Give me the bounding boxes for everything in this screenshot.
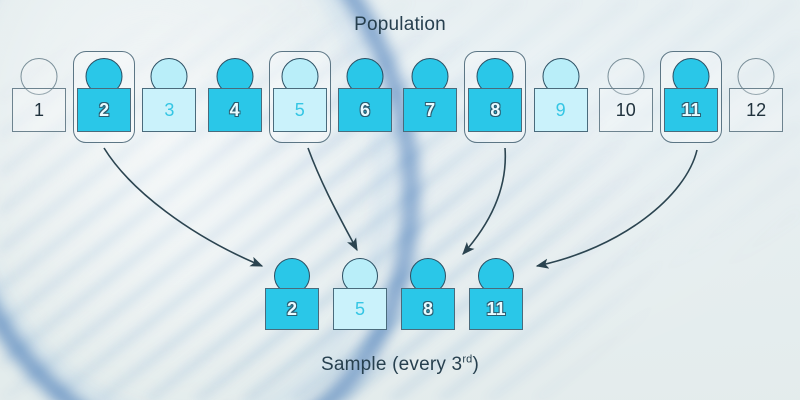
sample-title-ordinal: rd — [462, 353, 473, 366]
sample-member-label: 2 — [265, 288, 319, 330]
arrow-8-to-sample — [462, 147, 507, 255]
population-member-label: 11 — [664, 88, 718, 132]
sample-member-label: 8 — [401, 288, 455, 330]
population-member-label: 6 — [338, 88, 392, 132]
sample-title: Sample (every 3rd) — [0, 354, 800, 376]
population-member-label: 7 — [403, 88, 458, 132]
population-member-label: 8 — [468, 88, 523, 132]
population-member-label: 3 — [142, 88, 197, 132]
population-member-label: 4 — [207, 88, 262, 132]
population-member-label: 12 — [729, 88, 784, 132]
arrow-11-to-sample — [535, 149, 698, 269]
sample-member-label: 5 — [333, 288, 387, 330]
sample-title-suffix: ) — [472, 354, 480, 375]
population-member-label: 10 — [598, 88, 653, 132]
sample-member-label: 11 — [469, 288, 523, 330]
population-title: Population — [354, 14, 446, 35]
sample-title-prefix: Sample (every 3 — [320, 354, 463, 375]
population-member-label: 9 — [533, 88, 588, 132]
population-member-label: 2 — [77, 88, 132, 132]
population-member-label: 1 — [12, 88, 66, 132]
population-member-label: 5 — [272, 88, 327, 132]
